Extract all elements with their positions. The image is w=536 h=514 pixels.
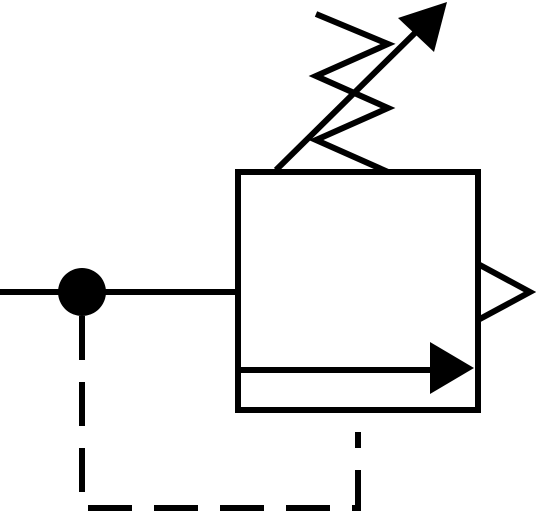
valve-body-box	[235, 169, 481, 413]
exhaust-port-triangle	[476, 261, 536, 323]
pilot-line-dashed	[79, 316, 361, 511]
adjustment-arrow-icon	[273, 2, 447, 173]
junction-dot	[58, 268, 106, 316]
flow-arrow-icon	[430, 342, 474, 394]
